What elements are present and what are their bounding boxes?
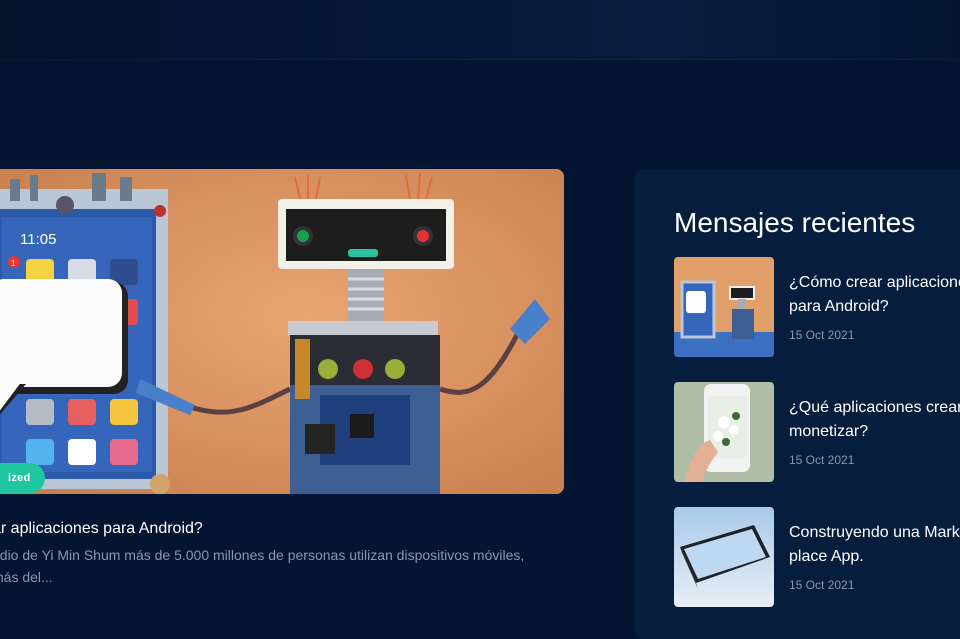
excerpt-line-2: más del... xyxy=(0,569,53,585)
featured-post-image[interactable]: 11:05 1 xyxy=(0,169,564,494)
recent-post-title[interactable]: ¿Qué aplicaciones crear monetizar? xyxy=(789,396,960,444)
featured-post-title[interactable]: ar aplicaciones para Android? xyxy=(0,520,203,537)
featured-post-excerpt: udio de Yi Min Shum más de 5.000 millone… xyxy=(0,544,552,588)
notification-badge: 1 xyxy=(11,259,16,268)
recent-post-title-line: monetizar? xyxy=(789,423,869,440)
recent-post-item[interactable]: ¿Cómo crear aplicacione para Android? 15… xyxy=(674,257,960,357)
category-badge[interactable]: ized xyxy=(0,463,45,493)
recent-post-title-line: place App. xyxy=(789,548,864,565)
recent-post-date: 15 Oct 2021 xyxy=(789,328,855,342)
recent-post-item[interactable]: ¿Qué aplicaciones crear monetizar? 15 Oc… xyxy=(674,382,960,482)
recent-posts-heading: Mensajes recientes xyxy=(674,207,916,238)
recent-post-date: 15 Oct 2021 xyxy=(789,578,855,592)
excerpt-line-1: udio de Yi Min Shum más de 5.000 millone… xyxy=(0,547,525,563)
recent-post-date: 15 Oct 2021 xyxy=(789,453,855,467)
recent-post-title-line: ¿Qué aplicaciones crear xyxy=(789,399,960,416)
phone-time: 11:05 xyxy=(20,231,56,248)
header-band xyxy=(0,0,960,60)
recent-post-item[interactable]: Construyendo una Mark place App. 15 Oct … xyxy=(674,507,960,607)
recent-post-title-line: para Android? xyxy=(789,298,889,315)
recent-posts-widget: Mensajes recientes ¿Cómo crear aplicacio… xyxy=(634,169,960,639)
recent-post-thumbnail[interactable] xyxy=(674,257,774,357)
recent-post-thumbnail[interactable] xyxy=(674,507,774,607)
recent-post-title-line: ¿Cómo crear aplicacione xyxy=(789,274,960,291)
recent-post-title[interactable]: ¿Cómo crear aplicacione para Android? xyxy=(789,271,960,319)
recent-post-title-line: Construyendo una Mark xyxy=(789,524,960,541)
recent-post-title[interactable]: Construyendo una Mark place App. xyxy=(789,521,960,569)
recent-post-thumbnail[interactable] xyxy=(674,382,774,482)
